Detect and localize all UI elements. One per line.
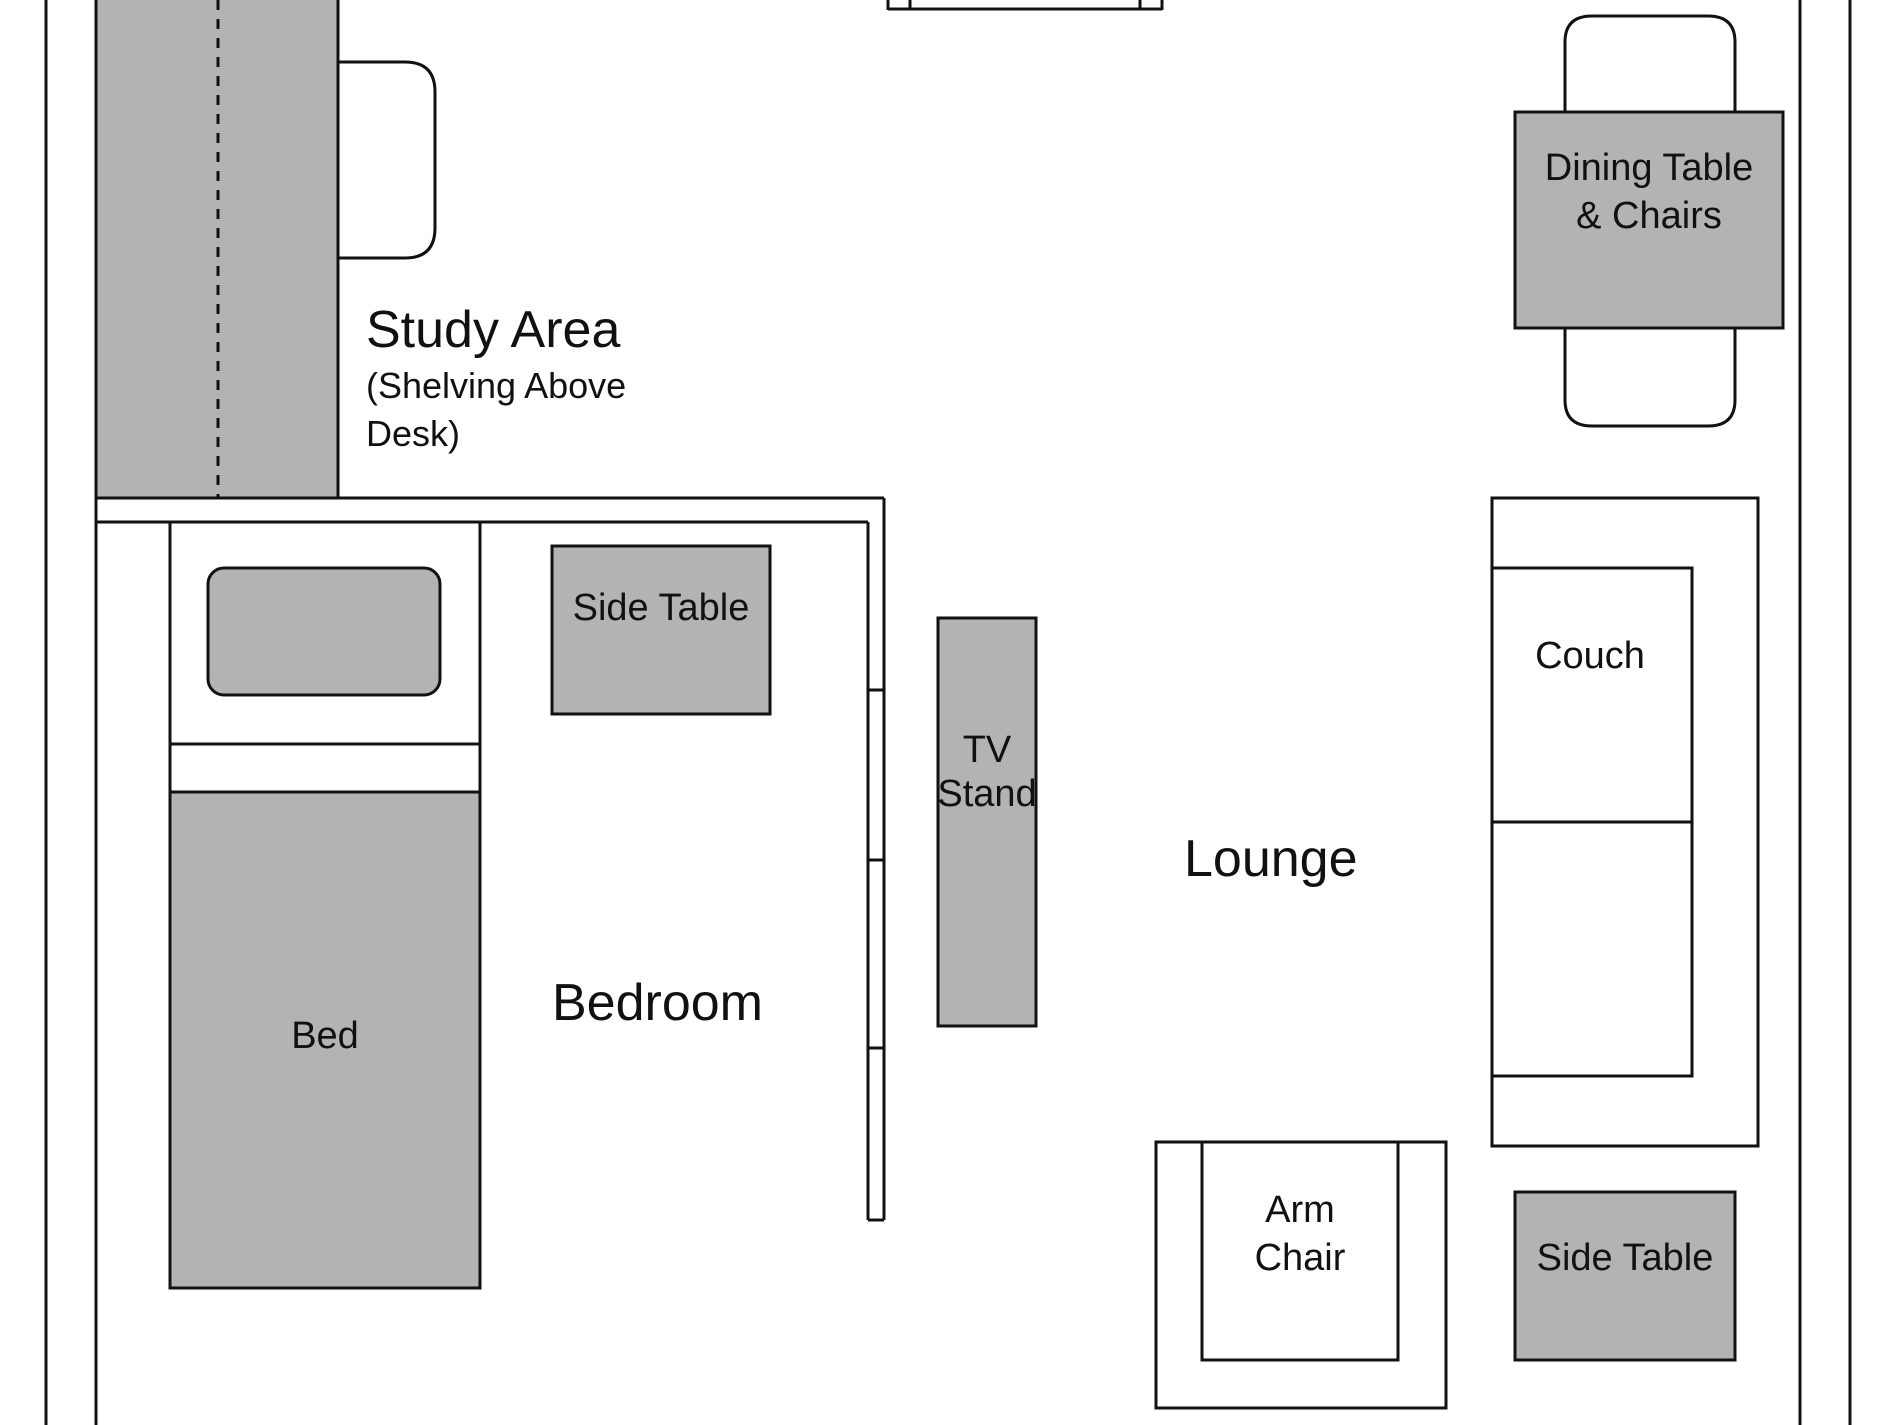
- arm-chair-label-line2: Chair: [1255, 1237, 1346, 1279]
- dining-label-line1: Dining Table: [1545, 147, 1753, 189]
- dining-chair-top: [1563, 14, 1737, 114]
- study-area-label: Study Area: [366, 301, 620, 359]
- bed-label: Bed: [291, 1015, 359, 1057]
- study-note-line1: (Shelving Above: [366, 365, 626, 406]
- study-note-line2: Desk): [366, 413, 460, 454]
- side-table-top-label: Side Table: [573, 587, 750, 629]
- side-table-bottom-label: Side Table: [1537, 1237, 1714, 1279]
- top-window: [886, 0, 1164, 11]
- desk-chair: [336, 60, 437, 260]
- bedroom-label: Bedroom: [552, 974, 763, 1032]
- dining-table: [1513, 110, 1785, 330]
- couch: [1490, 496, 1760, 1148]
- arm-chair-label-line1: Arm: [1265, 1189, 1335, 1231]
- arm-chair: [1154, 1140, 1448, 1410]
- dining-chair-bottom: [1563, 326, 1737, 428]
- side-table-top: [550, 544, 772, 716]
- tv-stand: [936, 616, 1038, 1028]
- side-table-bottom: [1513, 1190, 1737, 1362]
- study-desk: [94, 0, 340, 500]
- tv-stand-label-line2: Stand: [937, 773, 1036, 815]
- lounge-label: Lounge: [1184, 830, 1358, 888]
- pillow: [206, 566, 442, 697]
- bed: [168, 520, 482, 1290]
- tv-stand-label-line1: TV: [963, 729, 1012, 771]
- dining-set: [1513, 14, 1785, 428]
- dining-label-line2: & Chairs: [1576, 195, 1722, 237]
- couch-label: Couch: [1535, 635, 1645, 677]
